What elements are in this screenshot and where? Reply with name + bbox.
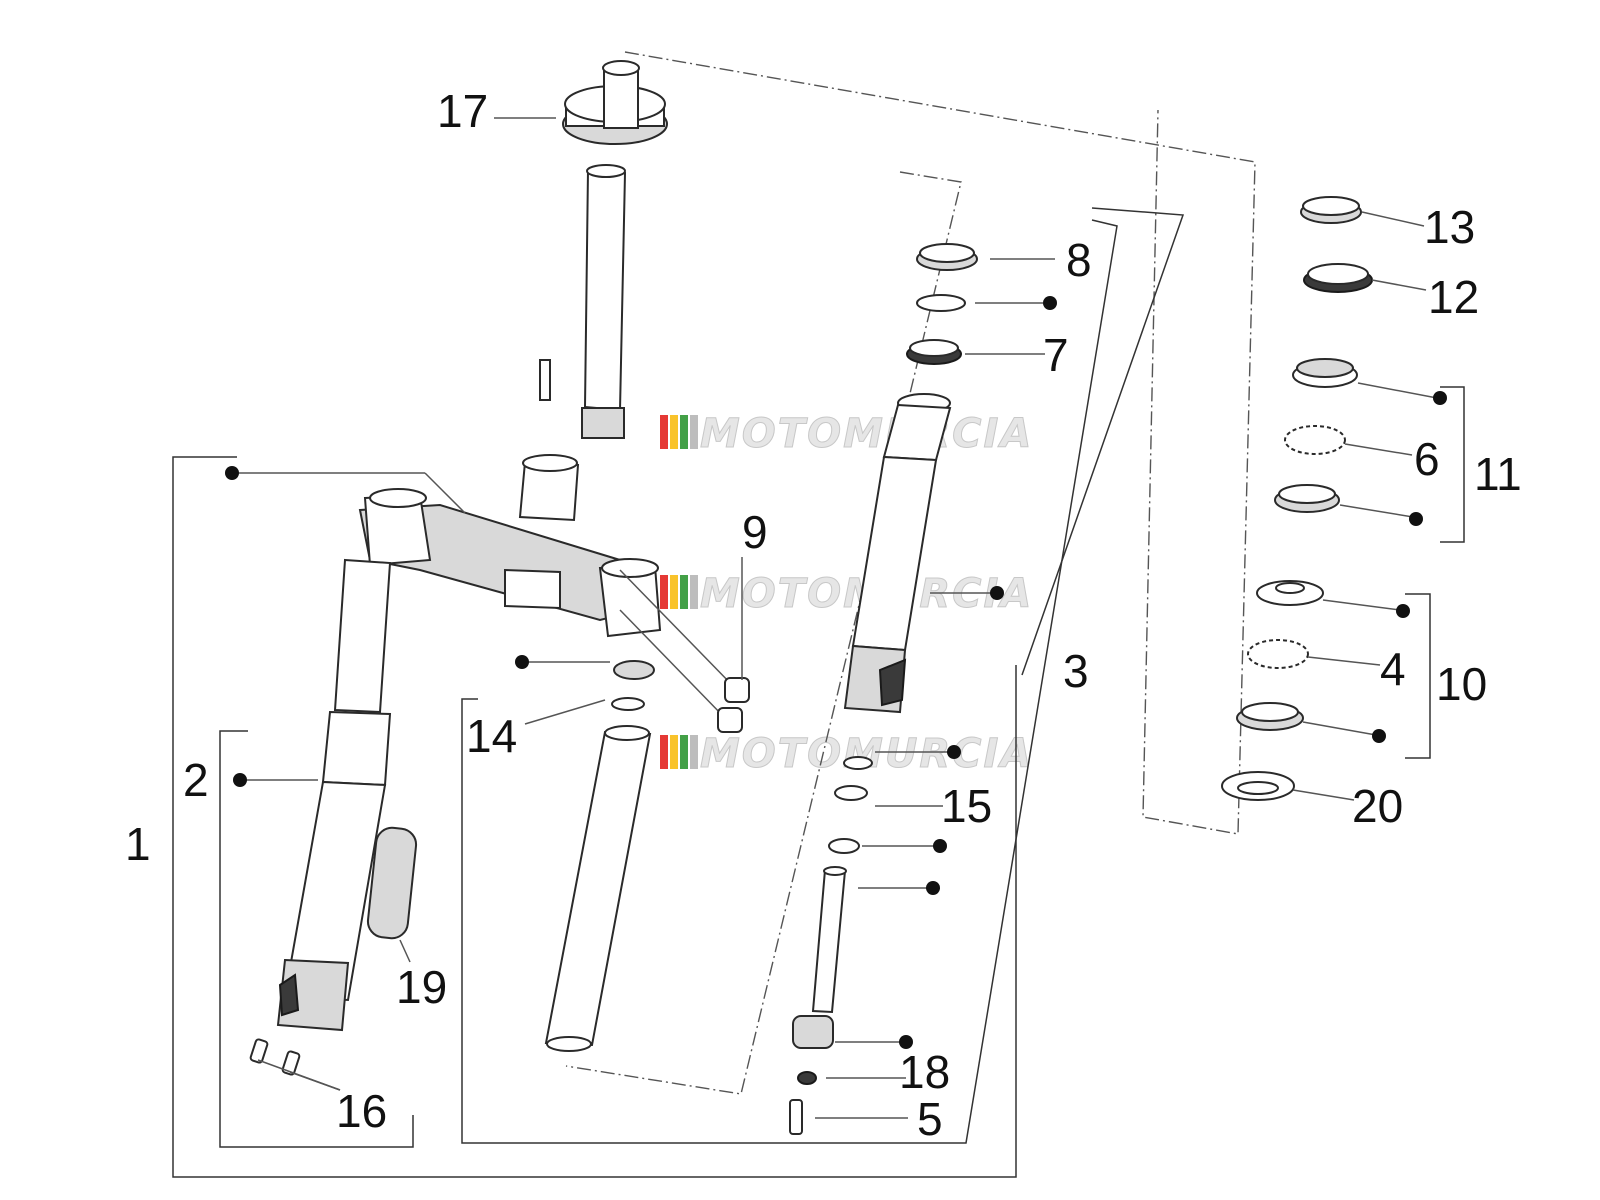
watermark: MOTOMURCIA [660,411,1033,458]
callout-8: 8 [1066,234,1092,286]
bracket-2 [219,730,414,1148]
bearing-cone-upper [1274,484,1340,513]
callout-12: 12 [1428,271,1479,323]
callout-6: 6 [1414,433,1440,485]
watermark-text: MOTOMURCIA [700,411,1033,457]
callout-19: 19 [396,961,447,1013]
part-19-cover [366,826,418,940]
callout-15: 15 [941,780,992,832]
part-2-fork-leg [276,558,392,1032]
part-9-bolts [619,569,750,733]
callout-10: 10 [1436,658,1487,710]
leader-lines [232,117,1438,1119]
callout-labels: 17 1 2 19 16 14 9 8 7 3 15 18 5 13 12 6 … [125,85,1522,1145]
bracket-11 [1440,386,1465,543]
callout-7: 7 [1043,329,1069,381]
callout-4: 4 [1380,643,1406,695]
part-14-inner-tube [544,660,655,1052]
bracket-3-outer [1021,207,1185,676]
damper-rod [789,756,873,1135]
part-12-washer [1303,263,1373,293]
callout-9: 9 [742,506,768,558]
dashdot-boundaries [565,51,1256,1095]
fork-crown [358,454,662,638]
part-7-seal [906,339,962,365]
callout-13: 13 [1424,201,1475,253]
watermark: MOTOMURCIA [660,571,1032,618]
bullet-dots [225,296,1447,1049]
seal-o-ring [916,294,966,312]
callout-20: 20 [1352,780,1403,832]
part-4-ball-race [1247,639,1309,669]
watermark-text: MOTOMURCIA [700,731,1033,777]
part-16-screws [249,1038,301,1076]
callout-1: 1 [125,818,151,870]
callout-16: 16 [336,1085,387,1137]
watermark: MOTOMURCIA [660,731,1033,778]
part-6-ball-race [1284,425,1346,455]
part-20-dust-seal [1221,771,1295,801]
callout-18: 18 [899,1046,950,1098]
assembly-brackets [172,207,1465,1178]
bearing-cup-lower [1256,580,1324,606]
bracket-1 [172,456,1017,1178]
right-fork-tube [843,393,952,714]
callout-3: 3 [1063,645,1089,697]
callout-5: 5 [917,1093,943,1145]
bearing-cone-lower [1236,702,1304,731]
part-17-steering-top [562,60,668,145]
bracket-3 [461,219,1118,1144]
callout-11: 11 [1474,448,1522,500]
callout-17: 17 [437,85,488,137]
part-13-nut [1300,196,1362,224]
callout-2: 2 [183,754,209,806]
part-8-seal [916,243,978,271]
bracket-10 [1405,593,1431,759]
callout-14: 14 [466,710,517,762]
bearing-cup-upper [1292,358,1358,388]
steering-tube [539,164,627,439]
